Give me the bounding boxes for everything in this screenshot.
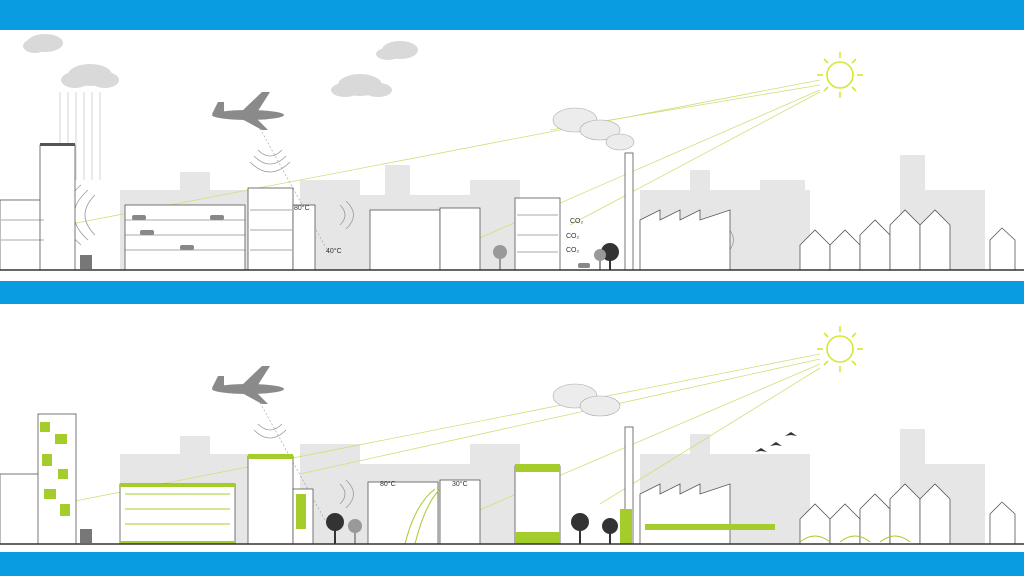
tree-icon [348, 519, 362, 544]
label-temp-high: 80°C [294, 204, 310, 212]
signal-waves [253, 423, 354, 509]
cloud-icon [23, 34, 418, 97]
label-temp-low: 30°C [452, 480, 468, 488]
bird-icon [755, 432, 797, 452]
top-frame-band [0, 0, 1024, 30]
smoke-cloud [552, 107, 635, 151]
sun-icon [817, 326, 863, 372]
green-interventions [40, 422, 775, 544]
panel-future-city: 80°C 30°C [0, 304, 1024, 552]
label-co2: CO₂ [566, 247, 580, 254]
tree-icon [326, 513, 618, 544]
label-temp-low: 40°C [326, 247, 342, 255]
bus-icon [80, 255, 92, 269]
green-facade-pattern [125, 488, 911, 545]
middle-frame-band [0, 281, 1024, 304]
label-co2: CO₂ [570, 218, 584, 225]
bus-icon [80, 529, 92, 543]
label-co2: CO₂ [566, 233, 580, 240]
panel-current-city: 80°C 40°C CO₂ CO₂ CO₂ [0, 30, 1024, 281]
bottom-frame-band [0, 552, 1024, 576]
parking-deck-floors [1, 209, 558, 253]
car-icon [132, 215, 590, 268]
label-temp-high: 80°C [380, 480, 396, 488]
airplane-icon [212, 366, 284, 404]
airplane-icon [212, 92, 284, 130]
tree-icon [493, 245, 606, 270]
smoke-cloud [552, 383, 621, 417]
sun-icon [817, 52, 863, 98]
